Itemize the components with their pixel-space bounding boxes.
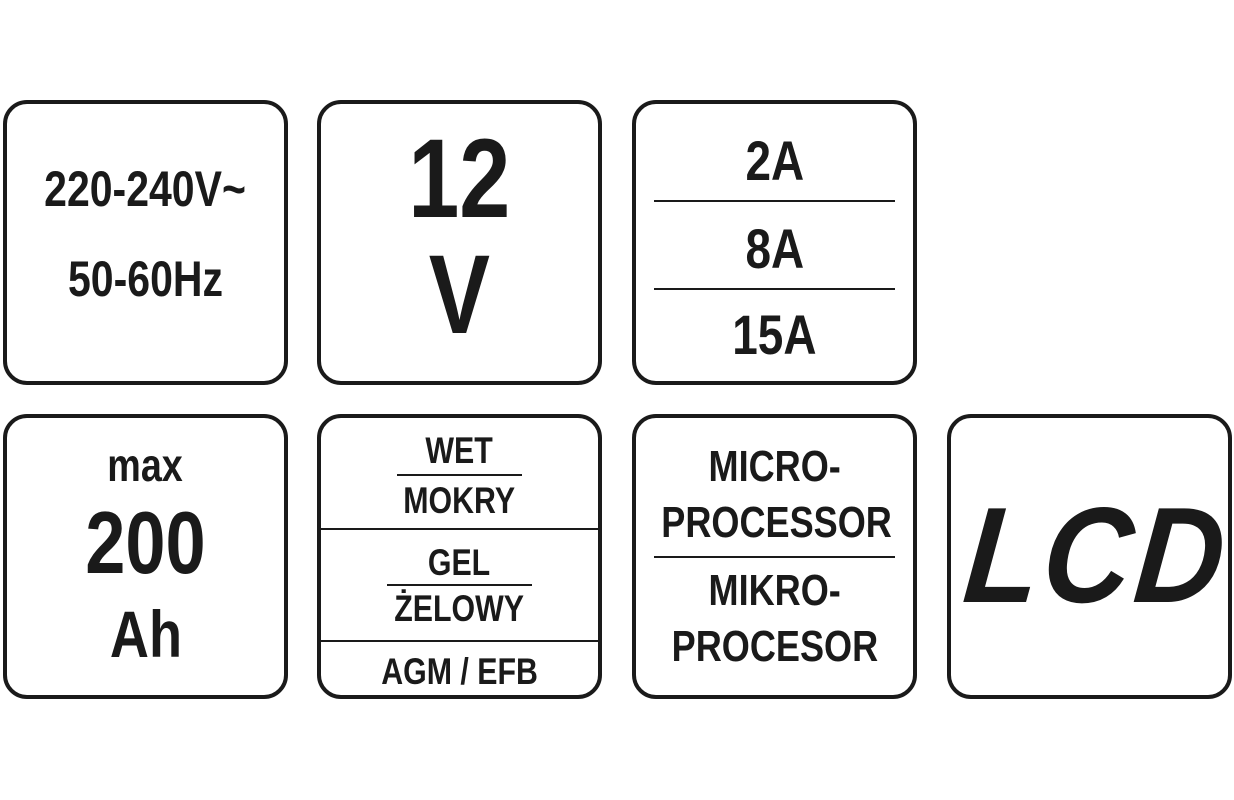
- type-wet-pl: MOKRY: [403, 480, 516, 521]
- power-supply-icon: 220-240V~ 50-60Hz: [3, 100, 288, 385]
- divider: [654, 288, 895, 290]
- capacity-prefix: max: [107, 439, 184, 491]
- divider: [397, 474, 522, 476]
- battery-types-icon: WET MOKRY GEL ŻELOWY AGM / EFB: [317, 414, 602, 699]
- capacity-value: 200: [85, 493, 206, 592]
- current-option: 8A: [745, 217, 804, 280]
- capacity-icon: max 200 Ah: [3, 414, 288, 699]
- voltage-range: 220-240V~: [44, 161, 247, 217]
- control-pl-2: PROCESOR: [671, 622, 878, 671]
- lcd-label: LCD: [958, 479, 1232, 631]
- voltage-value: 12: [408, 116, 511, 241]
- charge-current-icon: 2A 8A 15A: [632, 100, 917, 385]
- divider: [321, 640, 598, 642]
- lcd-display-icon: LCD: [947, 414, 1232, 699]
- microprocessor-icon: MICRO- PROCESSOR MIKRO- PROCESOR: [632, 414, 917, 699]
- frequency-range: 50-60Hz: [68, 251, 223, 307]
- divider: [654, 200, 895, 202]
- divider: [321, 528, 598, 530]
- divider: [654, 556, 895, 558]
- type-gel-en: GEL: [428, 542, 491, 583]
- control-en-1: MICRO-: [708, 442, 841, 491]
- control-en-2: PROCESSOR: [661, 498, 892, 547]
- voltage-unit: V: [428, 232, 491, 357]
- type-wet-en: WET: [425, 430, 494, 471]
- current-option: 15A: [732, 303, 817, 366]
- type-gel-pl: ŻELOWY: [394, 588, 525, 629]
- current-option: 2A: [745, 129, 804, 192]
- type-agm-efb: AGM / EFB: [381, 651, 538, 692]
- divider: [387, 584, 532, 586]
- control-pl-1: MIKRO-: [708, 566, 841, 615]
- capacity-unit: Ah: [109, 597, 182, 671]
- voltage-icon: 12 V: [317, 100, 602, 385]
